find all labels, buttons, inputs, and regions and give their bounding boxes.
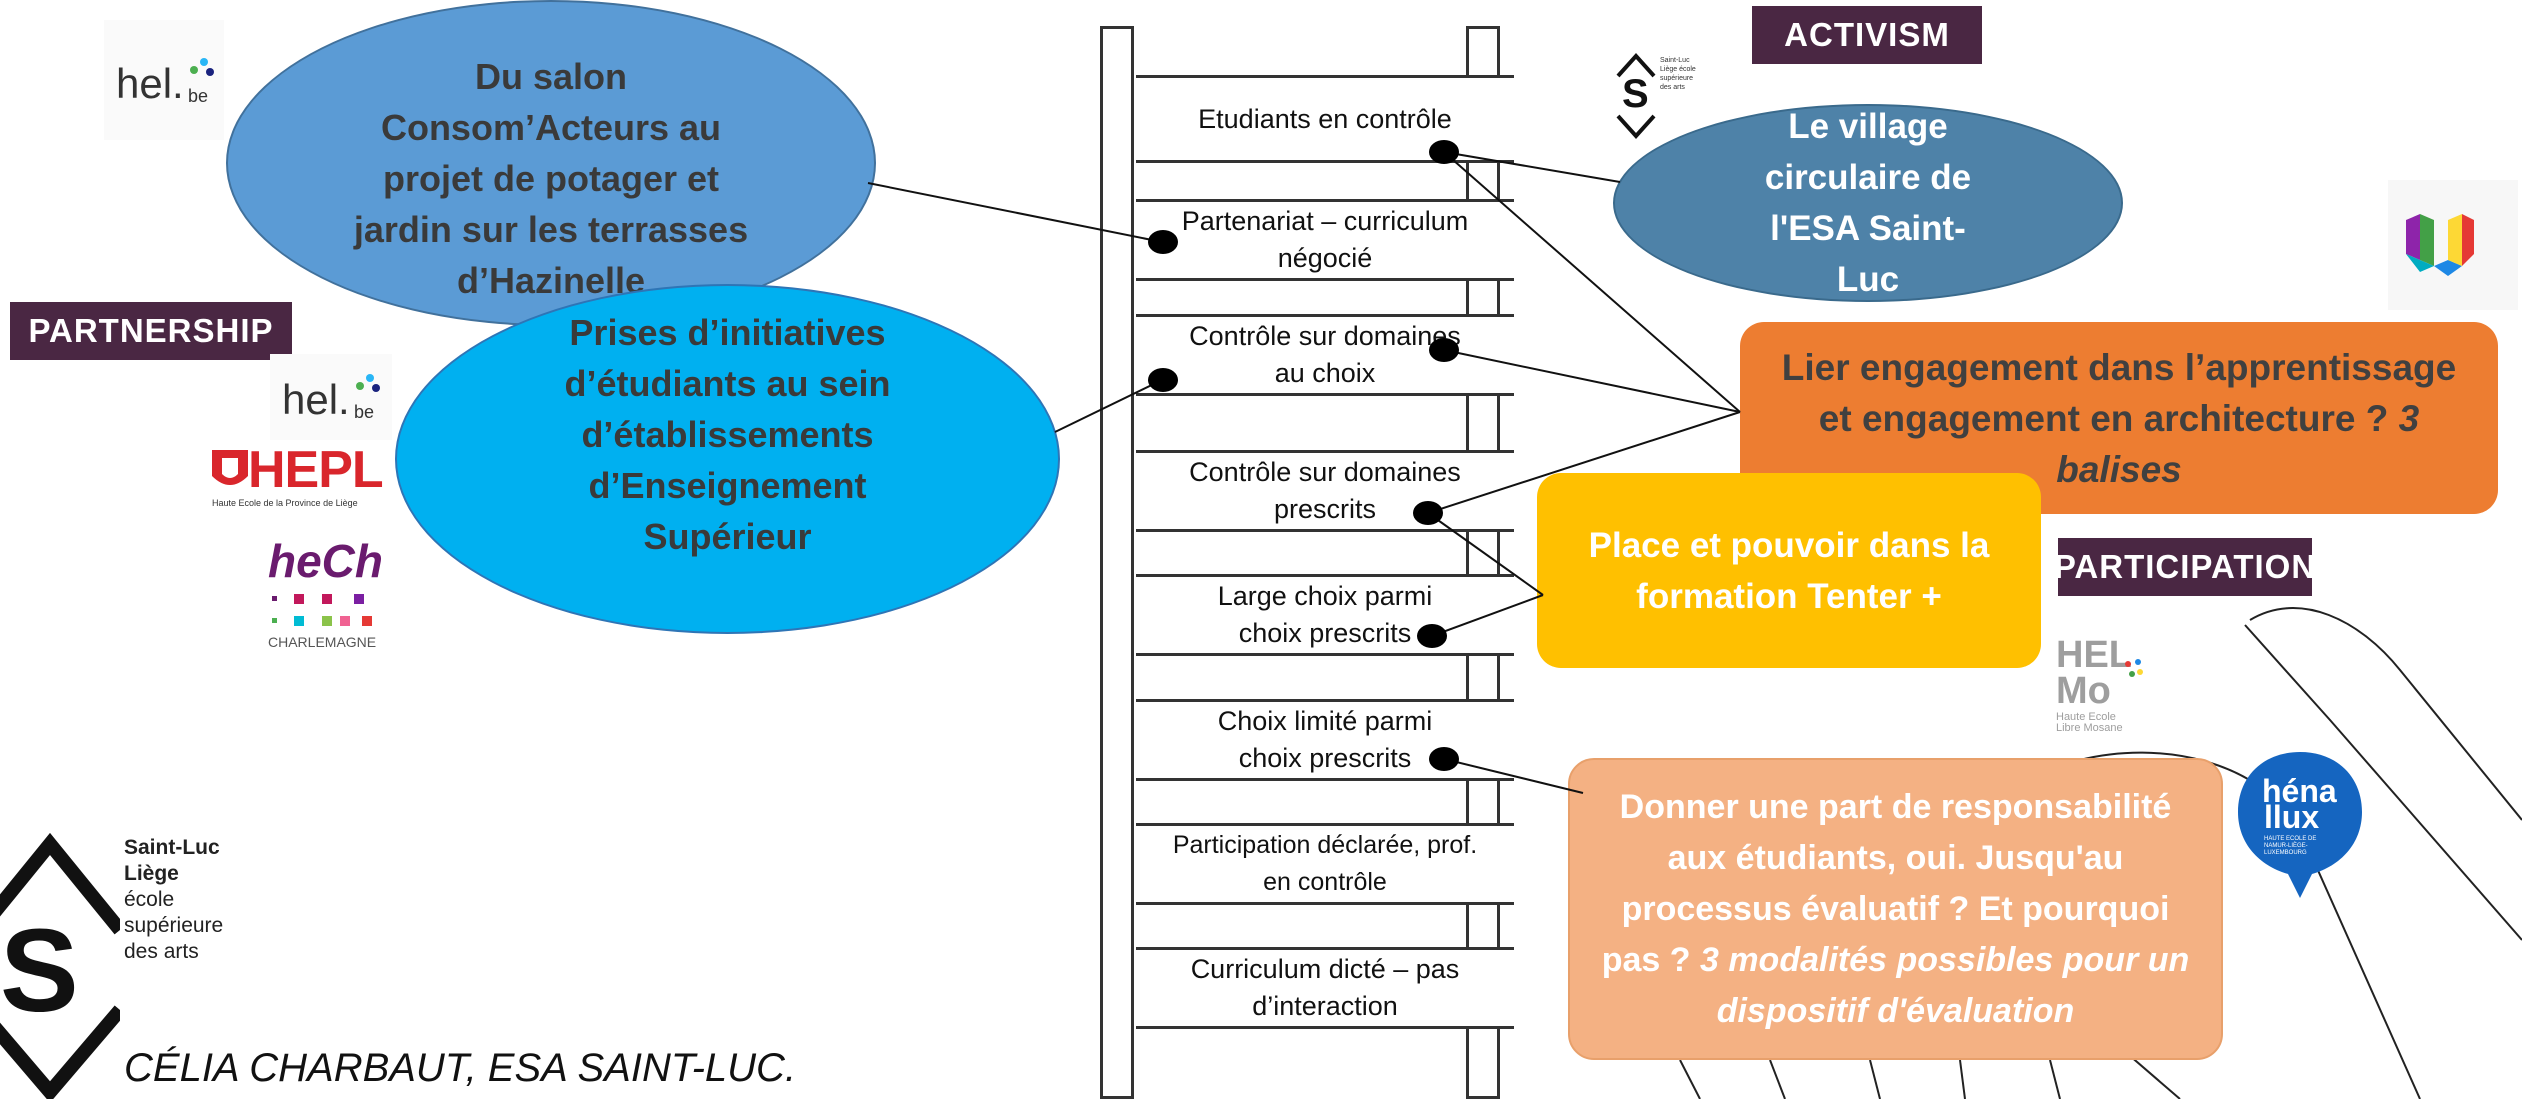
saint-luc-name-2: Liège bbox=[124, 862, 179, 885]
box-donner-main: Donner une part de responsabilité aux ét… bbox=[1601, 787, 2172, 979]
saint-luc-line-2: supérieure bbox=[124, 914, 224, 937]
henallux-logo: héna llux HAUTE ECOLE DE NAMUR-LIÈGE-LUX… bbox=[2234, 748, 2366, 900]
box-donner-text: Donner une part de responsabilité aux ét… bbox=[1600, 782, 2191, 1037]
saint-luc-small-text: Saint-Luc Liège école supérieure des art… bbox=[1660, 57, 1696, 91]
saint-luc-chevron-icon bbox=[0, 832, 120, 1099]
colorful-u-icon bbox=[2406, 214, 2474, 276]
saint-luc-name-1: Saint-Luc bbox=[124, 836, 220, 859]
box-place-pouvoir: Place et pouvoir dans la formation Tente… bbox=[1537, 473, 2041, 668]
hel-logo-text: hel. bbox=[282, 376, 350, 423]
helmo-text-2: Mo bbox=[2056, 670, 2111, 712]
saint-luc-s: S bbox=[0, 905, 79, 1037]
hepl-logo-subtitle: Haute Ecole de la Province de Liège bbox=[212, 498, 358, 508]
hel-be-logo: hel. be bbox=[104, 20, 224, 140]
henallux-text-2: llux bbox=[2264, 799, 2320, 835]
connector-dot bbox=[1429, 140, 1459, 164]
bubble-initiatives-text: Prises d’initiatives d’étudiants au sein… bbox=[564, 311, 891, 557]
box-lier-text: Lier engagement dans l’apprentissage et … bbox=[1780, 342, 2458, 495]
hel-logo-text: hel. bbox=[116, 60, 184, 107]
box-donner-emphasis: 3 modalités possibles pour un dispositif… bbox=[1699, 940, 2190, 1030]
ladder-rung: Large choix parmi choix prescrits bbox=[1136, 574, 1514, 656]
box-lier-emphasis: 3 balises bbox=[2056, 397, 2420, 490]
connector-dot bbox=[1148, 368, 1178, 392]
tag-participation: PARTICIPATION bbox=[2054, 538, 2315, 596]
connector-dot bbox=[1413, 501, 1443, 525]
saint-luc-line-1: école bbox=[124, 888, 175, 911]
ladder-rung: Partenariat – curriculum négocié bbox=[1136, 199, 1514, 281]
tag-activism: ACTIVISM bbox=[1752, 6, 1982, 64]
ladder-rung: Contrôle sur domaines prescrits bbox=[1136, 450, 1514, 532]
ladder-left-rail bbox=[1100, 26, 1134, 1099]
hel-dots-icon bbox=[190, 58, 214, 76]
connector-dot bbox=[1429, 747, 1459, 771]
connector-dot bbox=[1417, 624, 1447, 648]
hech-dots-icon bbox=[272, 594, 372, 626]
ladder-right-rail bbox=[1466, 26, 1500, 1099]
box-lier-main: Lier engagement dans l’apprentissage et … bbox=[1781, 346, 2457, 439]
helmo-dots-icon bbox=[2125, 659, 2143, 677]
box-donner-responsabilite: Donner une part de responsabilité aux ét… bbox=[1568, 758, 2223, 1060]
tag-partnership: PARTNERSHIP bbox=[10, 302, 292, 360]
henallux-text-1: héna bbox=[2262, 773, 2337, 809]
bubble-village-text: Le village circulaire de l'ESA Saint-Luc bbox=[1764, 107, 1972, 299]
bubble-consom-text: Du salon Consom’Acteurs au projet de pot… bbox=[353, 55, 749, 301]
henallux-badge-icon bbox=[2238, 752, 2362, 898]
hepl-crest-icon bbox=[212, 450, 248, 485]
ladder-rung: Choix limité parmi choix prescrits bbox=[1136, 699, 1514, 781]
helmo-logo: HEL Mo Haute Ecole Libre Mosane bbox=[2054, 636, 2146, 740]
connector-dot bbox=[1148, 230, 1178, 254]
hel-logo-be: be bbox=[188, 86, 209, 106]
box-place-text: Place et pouvoir dans la formation Tente… bbox=[1588, 525, 1990, 616]
hel-logo-be: be bbox=[354, 402, 375, 422]
author-credit: CÉLIA CHARBAUT, ESA SAINT-LUC. bbox=[124, 1046, 797, 1090]
helmo-subtitle: Haute Ecole Libre Mosane bbox=[2056, 711, 2123, 734]
hel-be-logo: hel. be bbox=[270, 354, 392, 440]
hepl-logo: HEPL Haute Ecole de la Province de Liège bbox=[210, 441, 384, 510]
bubble-initiatives: Prises d’initiatives d’étudiants au sein… bbox=[395, 284, 1060, 634]
ladder-rung: Participation déclarée, prof. en contrôl… bbox=[1136, 823, 1514, 905]
henallux-subtitle: HAUTE ECOLE DE NAMUR-LIÈGE-LUXEMBOURG bbox=[2264, 836, 2317, 856]
university-logo bbox=[2388, 180, 2518, 310]
hech-charlemagne-logo: heCh CHARLEMAGNE bbox=[266, 535, 384, 652]
saint-luc-small-logo: S Saint-Luc Liège école supérieure des a… bbox=[1614, 52, 1704, 142]
saint-luc-chevron-icon bbox=[1616, 53, 1656, 139]
hel-dots-icon bbox=[356, 374, 380, 392]
hech-logo-text: heCh bbox=[268, 535, 383, 587]
helmo-text-1: HEL bbox=[2056, 634, 2132, 676]
saint-luc-line-3: des arts bbox=[124, 940, 199, 963]
bubble-consom-acteurs: Du salon Consom’Acteurs au projet de pot… bbox=[226, 0, 876, 326]
saint-luc-logo: S Saint-Luc Liège école supérieure des a… bbox=[0, 830, 250, 1099]
connector-dot bbox=[1429, 338, 1459, 362]
hepl-logo-text: HEPL bbox=[248, 441, 384, 499]
hech-logo-subtitle: CHARLEMAGNE bbox=[268, 634, 377, 650]
ladder-rung: Curriculum dicté – pas d’interaction bbox=[1136, 947, 1514, 1029]
saint-luc-small-s: S bbox=[1622, 72, 1649, 116]
